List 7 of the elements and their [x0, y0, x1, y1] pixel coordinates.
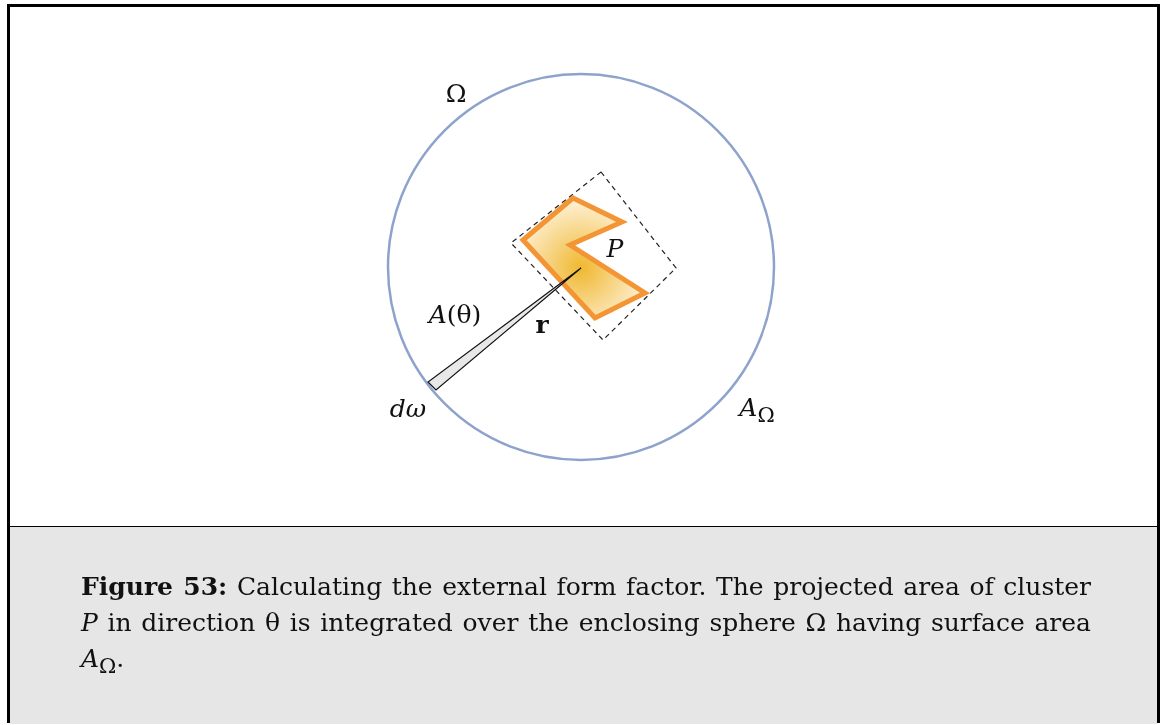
math-symbol: Ω [445, 78, 467, 108]
vector-label: r [535, 309, 549, 339]
area-label: A(θ) [428, 299, 482, 329]
figure-caption: Figure 53: Calculating the external form factor. The projected area of cluster P in direction θ is integrated over the enclosing sphere Ω having surface area A$_{Ω}$. [81, 571, 1091, 680]
point-label: P [606, 233, 624, 263]
area-label: A$_{Ω}$ [739, 393, 775, 427]
math-symbol: dω [389, 393, 427, 423]
